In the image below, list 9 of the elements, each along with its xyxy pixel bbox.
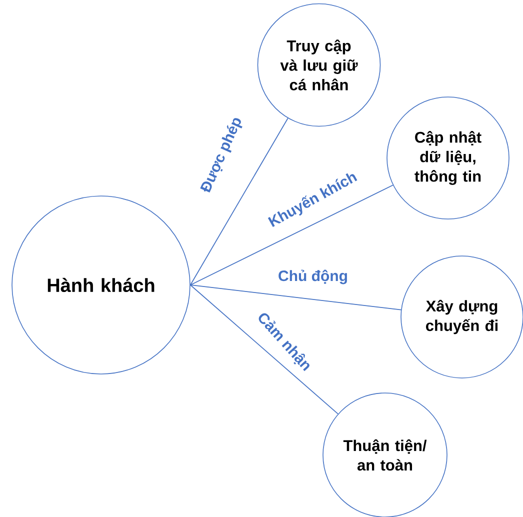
circle-node: Hành khách [12, 196, 190, 374]
connector-line [190, 184, 394, 286]
connector-line [190, 284, 402, 310]
edge-label: Được phép [200, 118, 242, 193]
connector-line [190, 284, 338, 414]
edge-label: Chủ động [278, 270, 347, 284]
circle-node: Cập nhật dữ liệu, thông tin [386, 96, 510, 220]
connector-line [190, 118, 288, 286]
circle-node: Truy cập và lưu giữ cá nhân [257, 3, 381, 127]
